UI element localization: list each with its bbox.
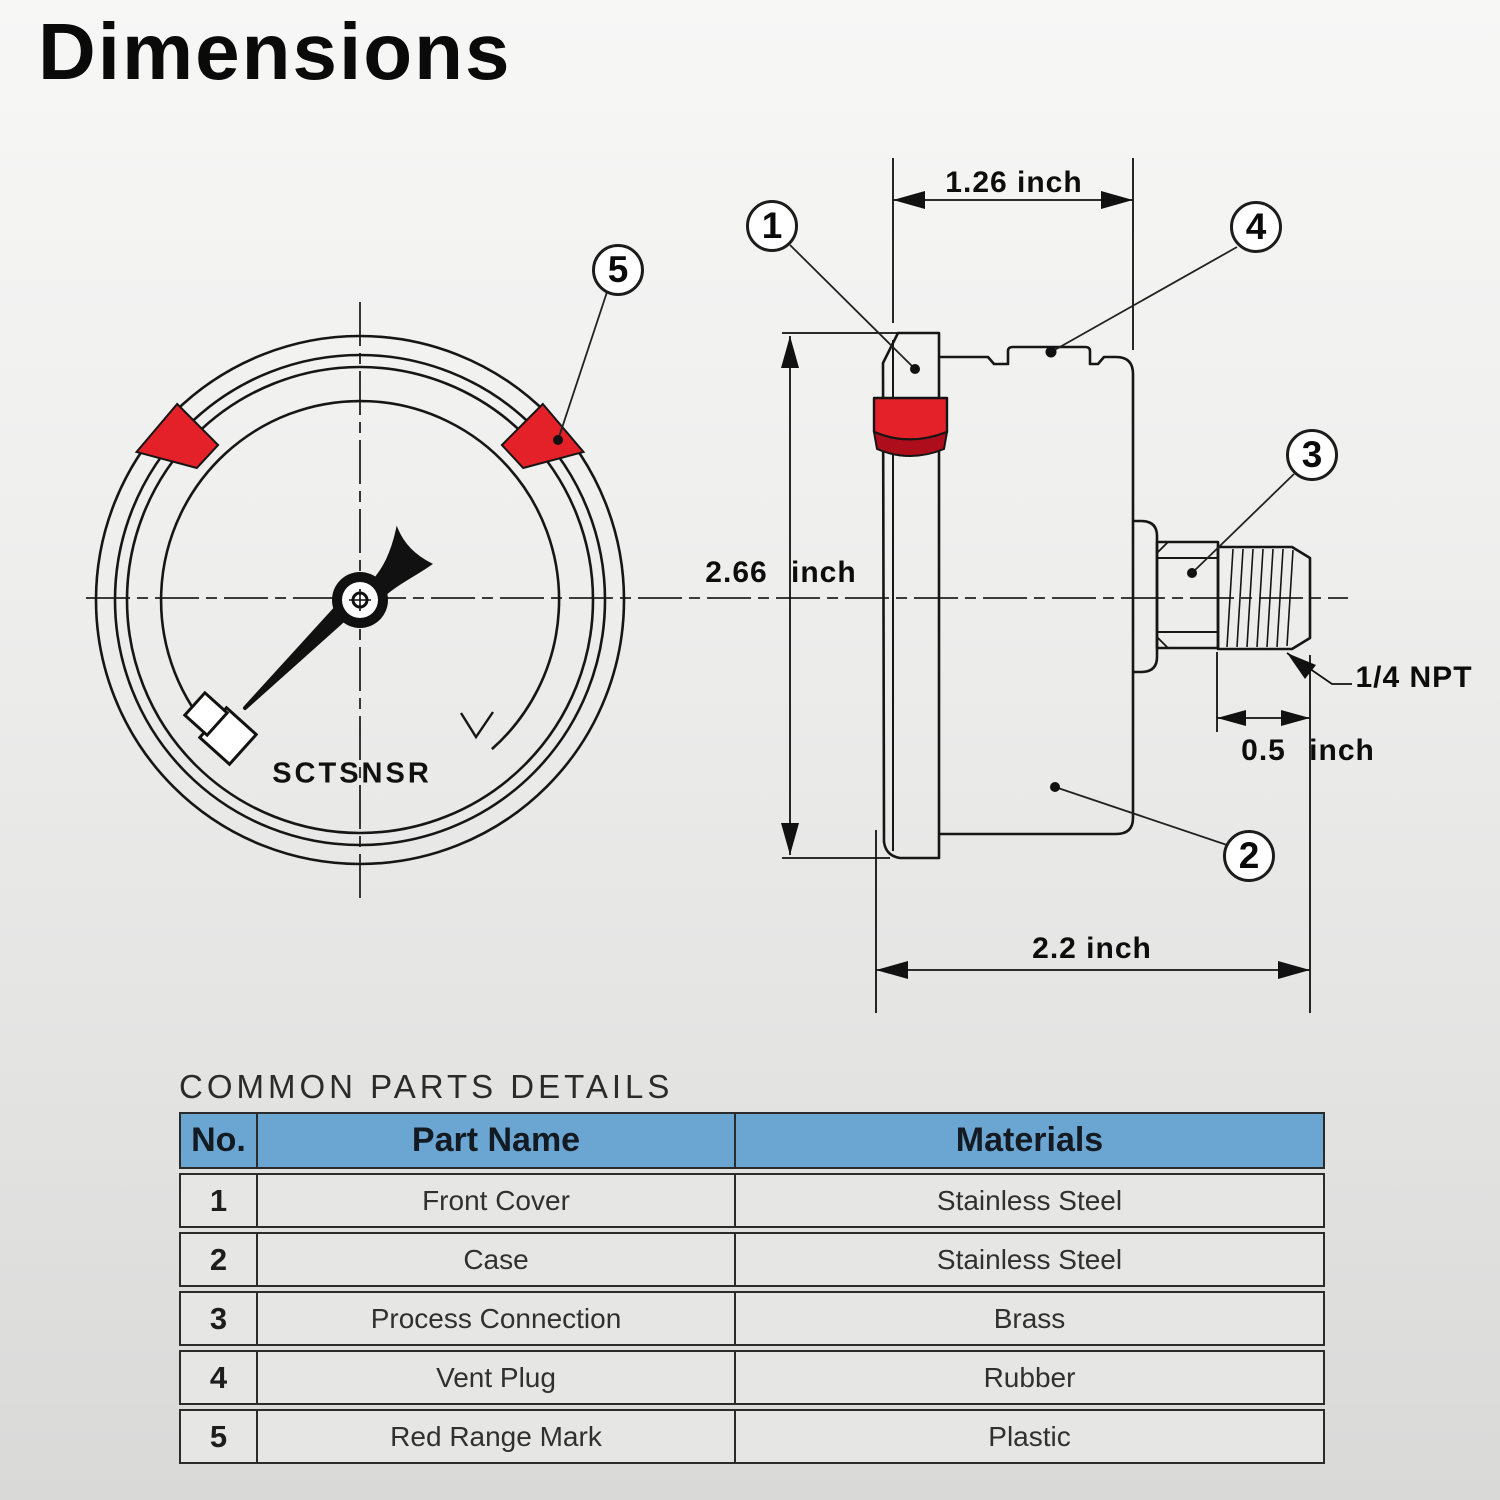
dim-label-depth: 2.2 inch [1032,932,1152,965]
parts-table: No. Part Name Materials 1 Front Cover St… [179,1112,1325,1464]
arrowhead [876,961,908,979]
hex-chamfers [1156,541,1169,649]
callout-5-leader [557,291,608,441]
cell-part-name: Front Cover [256,1175,734,1226]
needle-tail [367,525,433,601]
dial-scale-arc [159,399,561,751]
back-boss [1133,519,1159,674]
cell-part-name: Process Connection [256,1293,734,1344]
cell-material: Rubber [734,1352,1323,1403]
hex-facet-lines [1157,557,1218,633]
scale-end-tick [459,711,494,740]
case-outline [939,345,1135,836]
callout-1-leader [789,244,916,370]
cell-part-name: Vent Plug [256,1352,734,1403]
cell-material: Stainless Steel [734,1175,1323,1226]
gauge-side-view [872,331,1312,860]
callout-4-leader [1050,246,1238,353]
dimension-lines [781,158,1352,1013]
arrowhead [1217,710,1246,726]
red-range-mark-left [134,402,220,470]
callout-2-dot [1050,782,1060,792]
header-no: No. [191,1121,246,1159]
table-row: 3 Process Connection Brass [179,1291,1325,1346]
bezel-middle-circle [113,353,607,847]
callout-3-badge: 3 [1286,429,1338,481]
front-cover-outline [881,331,941,860]
parts-table-header-row: No. Part Name Materials [179,1112,1325,1169]
cell-no: 3 [209,1300,228,1336]
callout-2-badge: 2 [1223,830,1275,882]
callout-4-dot [1045,346,1057,358]
callout-1-dot [910,364,920,374]
dim-label-width-top: 1.26 inch [945,166,1083,199]
arrowhead [893,191,925,209]
side-red-band-lip [873,431,948,457]
npt-arrowhead [1287,653,1316,679]
gauge-front-view [94,291,626,866]
bezel-outer-circle [94,334,626,866]
header-part-name: Part Name [256,1114,734,1167]
arrowhead [1281,710,1310,726]
cell-part-name: Case [256,1234,734,1285]
callout-3-dot [1187,568,1197,578]
arrowhead [781,336,799,368]
header-materials: Materials [734,1114,1323,1167]
callout-5-dot [553,435,563,445]
dim-22-extensions [875,655,1311,1013]
dim-label-thread-length: 0.5 inch [1241,734,1375,767]
dim-126-extensions [892,158,1134,350]
needle-stop-square-small [182,690,230,738]
cell-no: 5 [209,1418,228,1454]
page-title: Dimensions [38,7,512,96]
callout-1-badge: 1 [746,200,798,252]
side-red-band [872,396,949,441]
callout-leaders [789,244,1295,846]
callout-5-badge: 5 [592,244,644,296]
cell-no: 4 [209,1359,228,1395]
callout-4-badge: 4 [1230,201,1282,253]
cell-no: 2 [209,1241,228,1277]
hub-crosshair [349,589,371,611]
table-row: 2 Case Stainless Steel [179,1232,1325,1287]
bezel-inner-circle [125,365,595,835]
cell-part-name: Red Range Mark [256,1411,734,1462]
callout-3-leader [1191,473,1295,574]
thread-spec-label: 1/4 NPT [1355,661,1473,694]
cell-material: Brass [734,1293,1323,1344]
parts-table-title: COMMON PARTS DETAILS [179,1068,674,1105]
arrowhead [1101,191,1133,209]
table-row: 4 Vent Plug Rubber [179,1350,1325,1405]
cell-material: Stainless Steel [734,1234,1323,1285]
brand-label: SCTSNSR [272,757,432,790]
table-row: 5 Red Range Mark Plastic [179,1409,1325,1464]
thread-hatching [1226,548,1294,648]
cell-material: Plastic [734,1411,1323,1462]
arrowhead [1278,961,1310,979]
arrowhead [781,823,799,855]
dim-label-height: 2.66 inch [705,556,857,589]
callout-2-leader [1054,786,1228,846]
cell-no: 1 [209,1182,228,1218]
thread-stem-outline [1216,545,1312,651]
table-row: 1 Front Cover Stainless Steel [179,1173,1325,1228]
red-range-mark-right [500,402,586,470]
